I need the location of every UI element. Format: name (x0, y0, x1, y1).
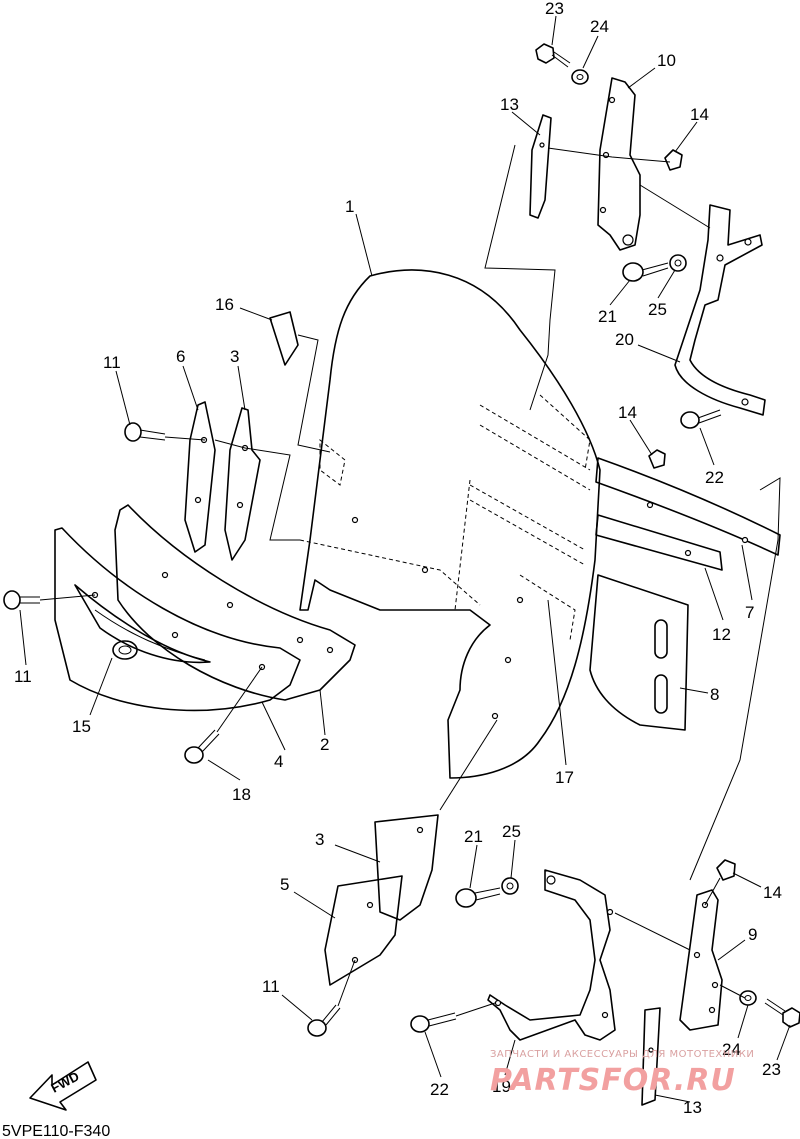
callout-18: 18 (232, 785, 251, 804)
callout-16: 16 (215, 295, 234, 314)
nut-14-mid (648, 449, 666, 469)
screw-11-bottom (307, 1004, 341, 1037)
bracket-19 (487, 869, 616, 1041)
callout-22-top: 22 (705, 468, 724, 487)
nut-14-lower (716, 859, 736, 881)
callout-13-lower: 13 (683, 1098, 702, 1117)
emblem-15 (74, 584, 211, 664)
leader-lines-dashed (299, 438, 481, 606)
callout-leaders (19, 15, 791, 1103)
bolt-22-top (680, 409, 722, 429)
inner-panel-3-lower (374, 814, 439, 921)
callout-23-top: 23 (545, 0, 564, 18)
part-code: 5VPE110-F340 (2, 1123, 110, 1139)
callout-24-top: 24 (590, 17, 609, 36)
callout-8: 8 (710, 685, 719, 704)
trim-strip-7 (595, 457, 781, 556)
callout-19: 19 (492, 1077, 511, 1096)
bracket-20 (674, 204, 766, 416)
callout-10: 10 (657, 51, 676, 70)
callout-14-lower: 14 (763, 883, 782, 902)
callout-11-lower: 11 (262, 977, 280, 996)
lower-cover-2 (114, 504, 356, 701)
inner-panel-5 (324, 875, 403, 986)
screw-18 (184, 729, 220, 764)
sticker-16 (269, 311, 331, 453)
callout-3-lower: 3 (315, 830, 324, 849)
callout-14-top: 14 (690, 105, 709, 124)
bolt-22-lower (410, 1012, 457, 1033)
bracket-9 (679, 889, 723, 1031)
screw-11-left-upper (124, 422, 166, 442)
windshield (299, 269, 601, 779)
callout-1: 1 (345, 197, 354, 216)
inner-panel-6 (184, 401, 216, 553)
watermark-logo: PARTSFOR.RU (490, 1063, 736, 1098)
bracket-10 (597, 77, 641, 251)
callout-17: 17 (555, 768, 574, 787)
callout-4: 4 (274, 752, 283, 771)
lower-cover-4 (54, 527, 301, 712)
callout-9: 9 (748, 925, 757, 944)
nut-14-top (664, 149, 683, 171)
callout-24-lower: 24 (722, 1040, 741, 1059)
washer-25-lower (501, 877, 519, 895)
plate-13-lower (641, 1007, 661, 1106)
callout-22-lower: 22 (430, 1080, 449, 1099)
callout-23-lower: 23 (762, 1060, 781, 1079)
callout-6: 6 (176, 347, 185, 366)
callout-15: 15 (72, 717, 91, 736)
callout-12: 12 (712, 625, 731, 644)
callout-21-top: 21 (598, 307, 617, 326)
callout-3-upper: 3 (230, 347, 239, 366)
callout-2: 2 (320, 735, 329, 754)
bolt-21-top (622, 262, 669, 282)
callout-5: 5 (280, 875, 289, 894)
washer-25-top (669, 254, 687, 272)
callout-11-left: 11 (14, 667, 32, 686)
inner-panel-3-upper (224, 407, 261, 561)
deflector-8 (589, 574, 689, 731)
callout-21-lower: 21 (464, 827, 483, 846)
callout-11-upper: 11 (103, 353, 121, 372)
plate-13-upper (529, 114, 552, 219)
callout-20: 20 (615, 330, 634, 349)
watermark-caption: ЗАПЧАСТИ И АКСЕССУАРЫ ДЛЯ МОТОТЕХНИКИ (490, 1049, 754, 1060)
callout-25-top: 25 (648, 300, 667, 319)
washer-24-lower (739, 990, 757, 1006)
bolt-23-lower (764, 998, 800, 1028)
screw-11-left-lower (3, 590, 40, 610)
watermark: ЗАПЧАСТИ И АКСЕССУАРЫ ДЛЯ МОТОТЕХНИКИ PA… (490, 1049, 754, 1098)
callout-7: 7 (745, 603, 754, 622)
fwd-arrow-icon: FWD (29, 1061, 97, 1111)
callout-14-mid: 14 (618, 403, 637, 422)
bolt-21-lower (455, 887, 501, 908)
callout-13-top: 13 (500, 95, 519, 114)
callout-labels: 23 24 10 13 14 1 21 25 16 20 6 3 11 14 2… (14, 0, 782, 1117)
bolt-23-top (535, 43, 571, 68)
callout-25-lower: 25 (502, 822, 521, 841)
washer-24-top (571, 69, 589, 85)
trim-strip-12 (595, 514, 723, 571)
